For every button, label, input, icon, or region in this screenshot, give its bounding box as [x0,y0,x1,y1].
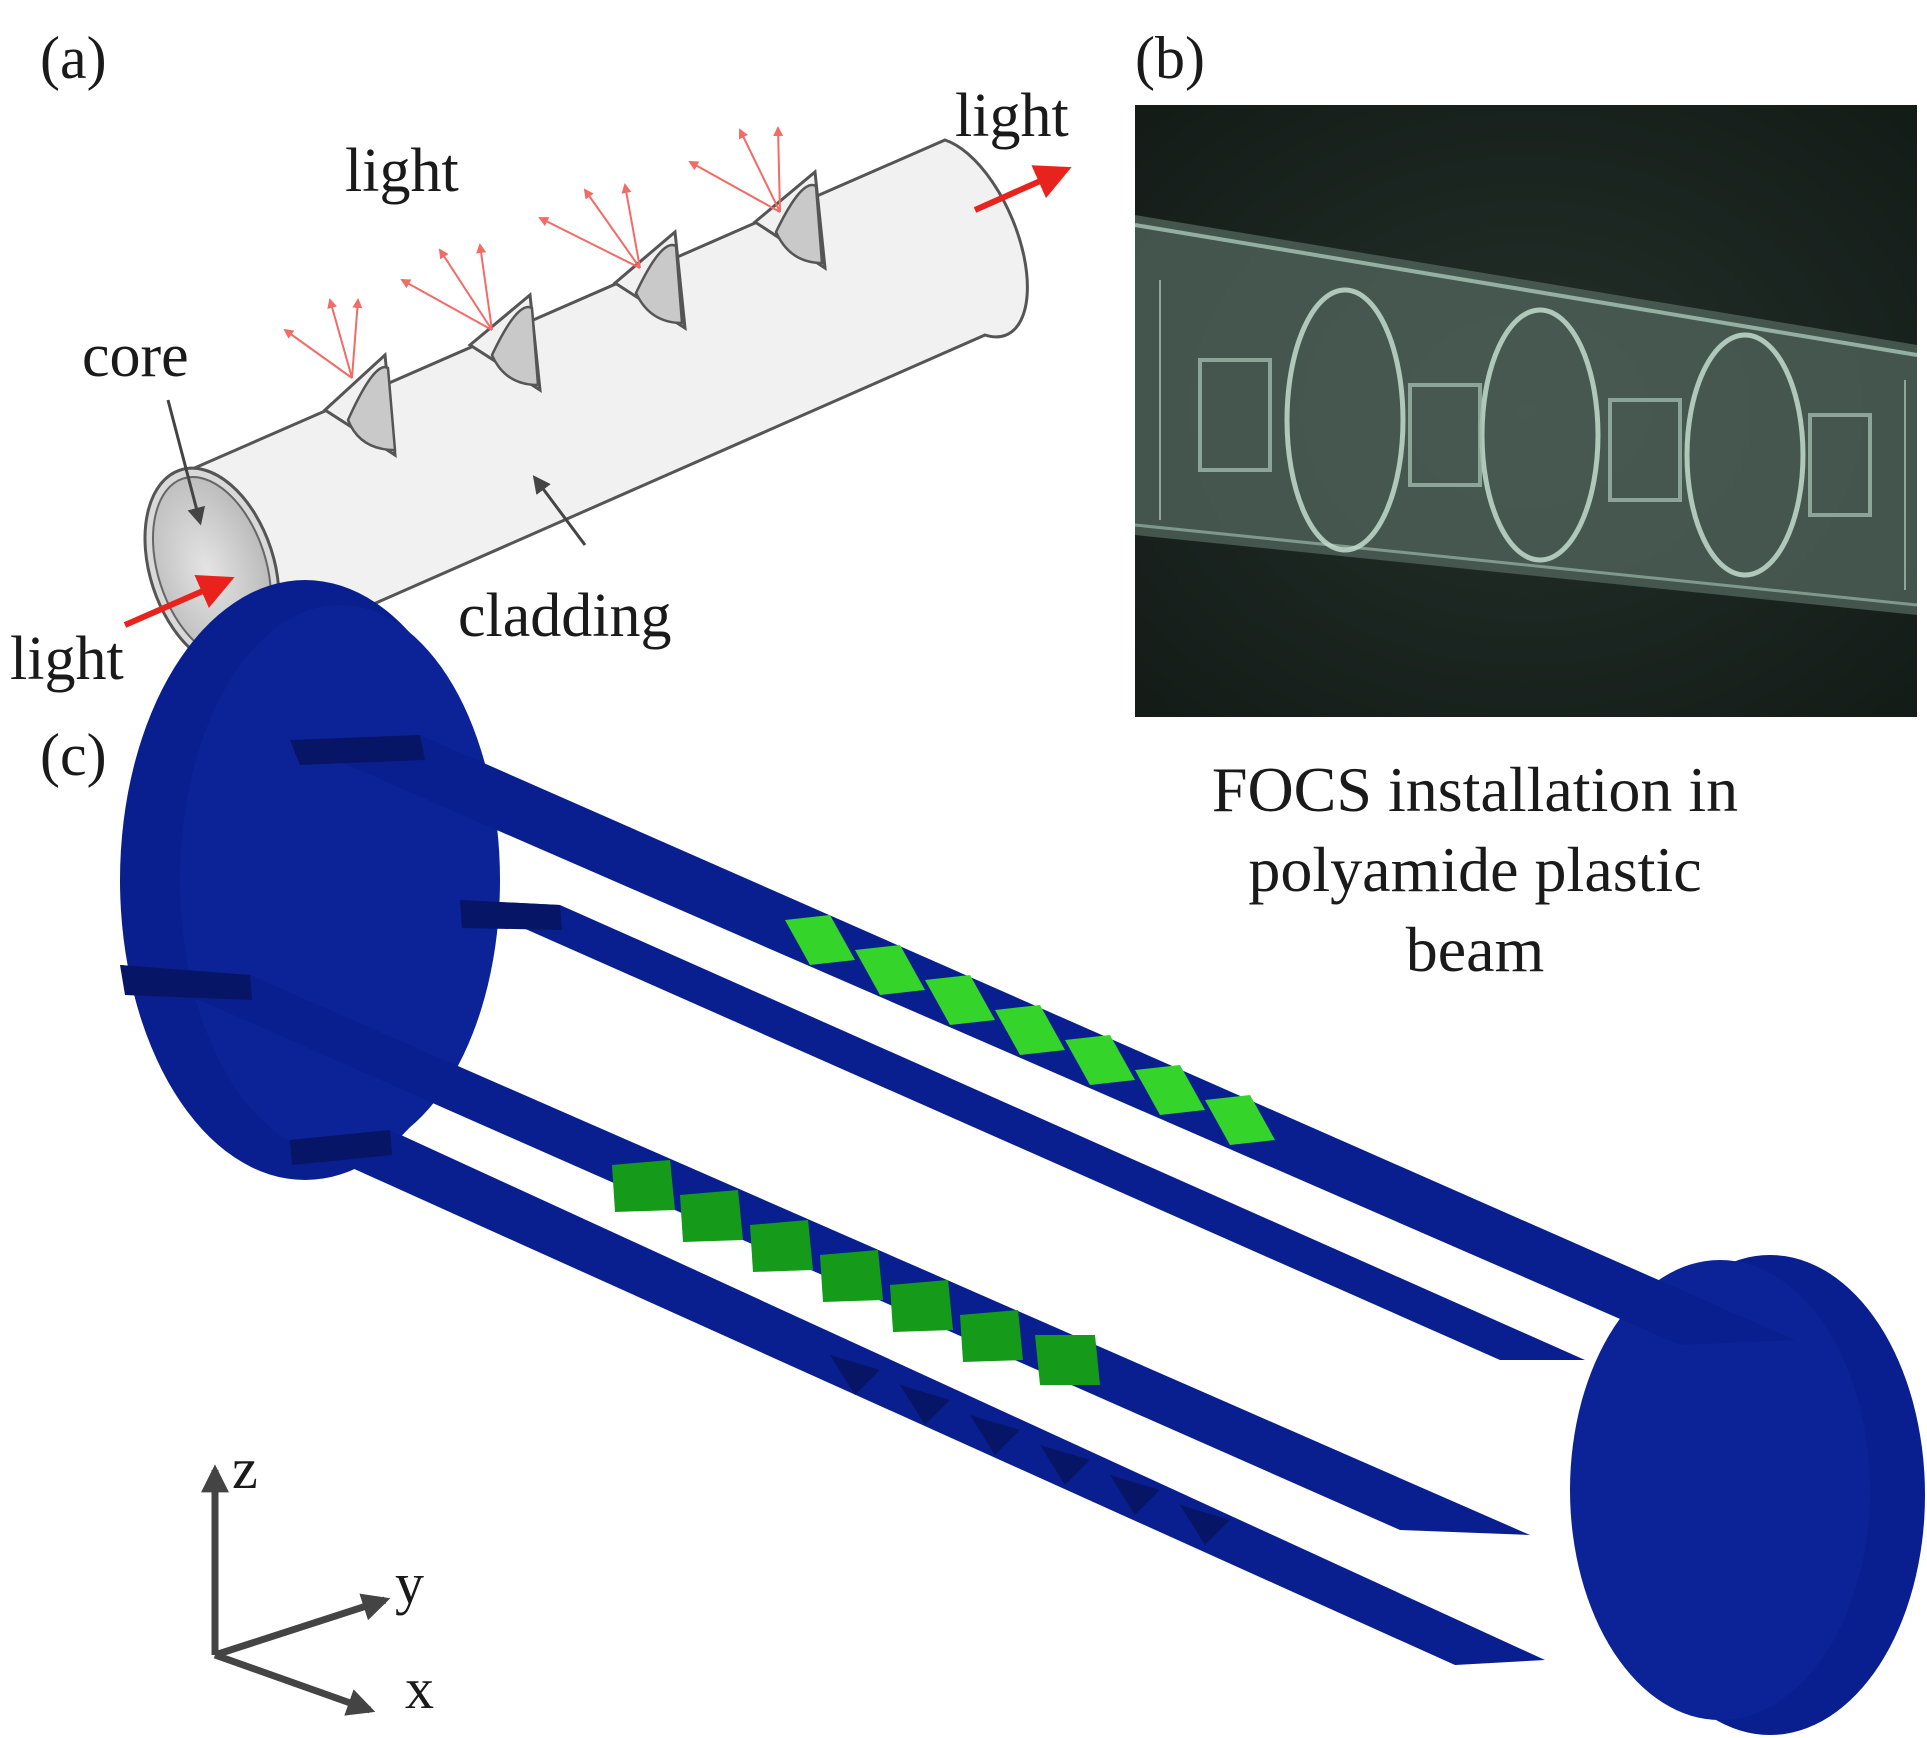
panel-c-tag: (c) [40,722,107,788]
caption-line-2: polyamide plastic [1248,834,1702,905]
fiber-cylinder [143,138,1029,670]
emitted-light-rays [283,126,784,379]
beam-model [120,580,1925,1735]
notches [322,169,827,458]
light-right-label: light [955,82,1069,150]
upper-sensor-strip [785,915,1275,1145]
light-left-label: light [10,625,124,693]
panel-b-caption: FOCS installation in polyamide plastic b… [1080,750,1870,990]
light-top-label: light [345,137,459,205]
core-label: core [82,322,189,390]
cladding-pointer-arrow [532,475,587,546]
panel-a-tag: (a) [40,25,107,91]
axis-z-label: z [232,1436,258,1501]
caption-line-3: beam [1405,914,1545,985]
coordinate-axes [201,1464,391,1716]
output-light-arrow [973,165,1072,213]
cladding-label: cladding [458,582,672,650]
core-pointer-arrow [166,399,206,526]
input-light-arrow [123,575,235,628]
caption-line-1: FOCS installation in [1211,754,1739,825]
lower-sensor-strip [612,1160,1100,1385]
axis-y-label: y [395,1551,424,1616]
axis-x-label: x [405,1656,434,1721]
micrograph [1134,105,1918,717]
panel-b-tag: (b) [1135,25,1205,91]
